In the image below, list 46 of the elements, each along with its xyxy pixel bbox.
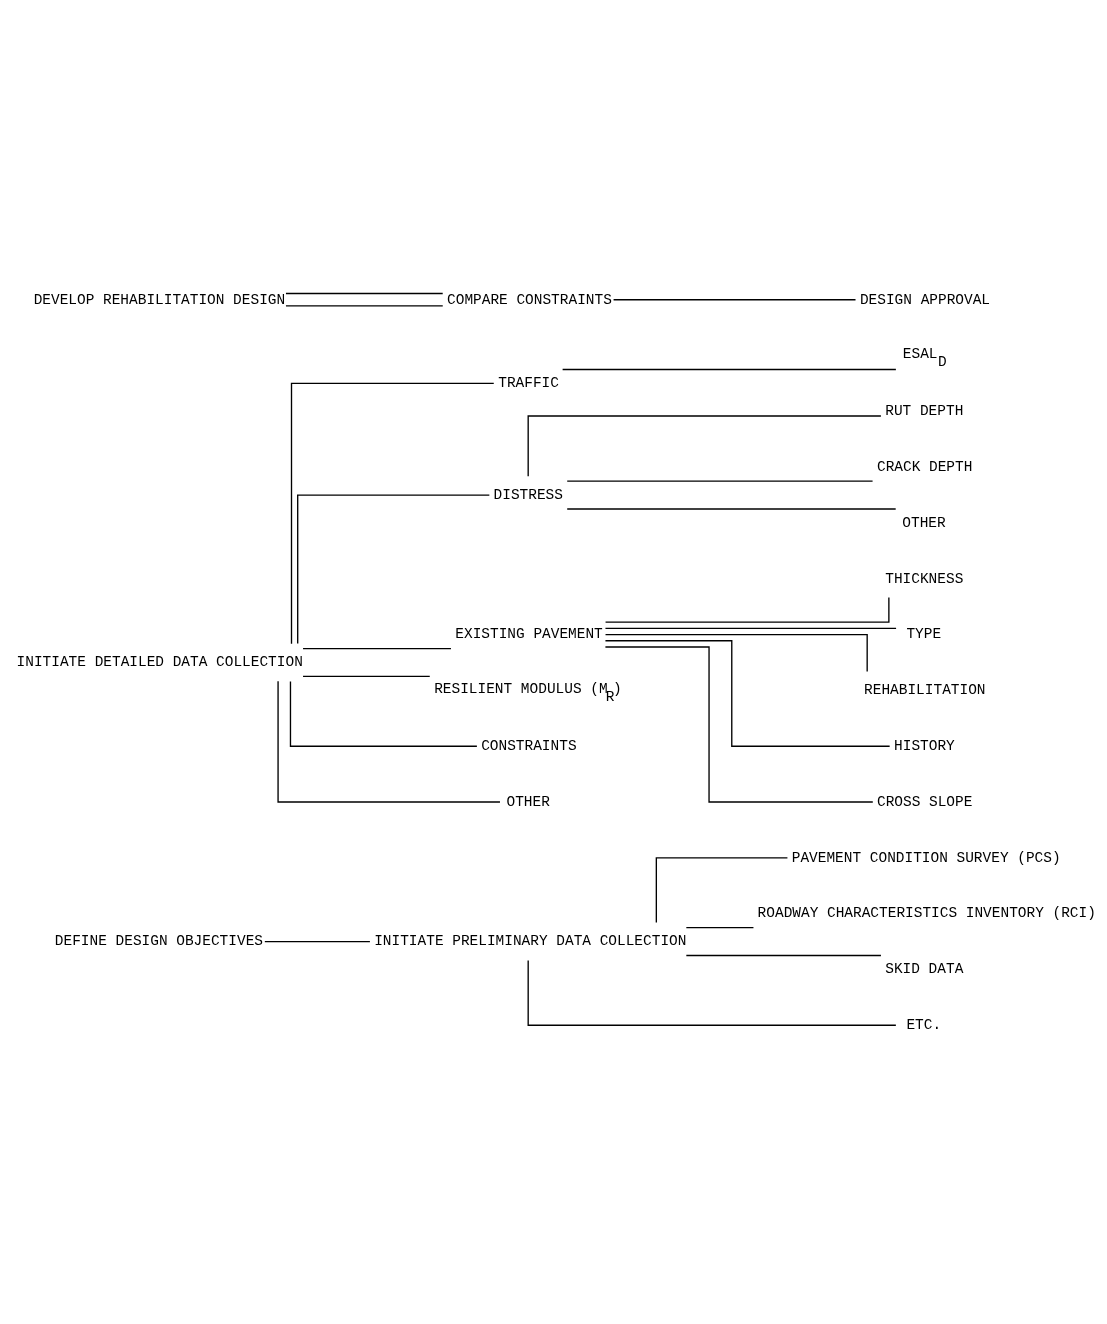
connector <box>285 292 444 294</box>
connector <box>604 627 897 629</box>
node-text: HISTORY <box>894 737 955 754</box>
node-text: CONSTRAINTS <box>481 737 577 754</box>
node-text: INITIATE PRELIMINARY DATA COLLECTION <box>374 932 687 949</box>
connector <box>685 954 882 956</box>
node-text: CRACK DEPTH <box>876 458 973 475</box>
node-text: ETC. <box>906 1016 942 1033</box>
connector <box>604 645 874 803</box>
connector <box>290 382 495 644</box>
node-text: SKID DATA <box>885 960 964 977</box>
connector <box>566 479 874 482</box>
node-text: RUT DEPTH <box>885 402 964 419</box>
connector <box>561 368 897 370</box>
node-text: TRAFFIC <box>498 374 559 391</box>
node-text: CROSS SLOPE <box>876 793 973 810</box>
node-text: OTHER <box>506 793 550 810</box>
node-text: ROADWAY CHARACTERISTICS INVENTORY (RCI) <box>757 904 1096 921</box>
connector <box>612 298 857 300</box>
connector <box>566 507 897 510</box>
connector <box>277 680 501 803</box>
node-text: DISTRESS <box>493 486 563 503</box>
connector <box>604 596 890 623</box>
node-text: DEVELOP REHABILITATION DESIGN <box>33 291 286 308</box>
connector <box>264 940 371 942</box>
node-text: DEFINE DESIGN OBJECTIVES <box>54 932 263 949</box>
node-text: REHABILITATION <box>864 681 986 698</box>
node-text: OTHER <box>902 514 946 531</box>
connector <box>302 675 431 677</box>
connector <box>604 639 891 747</box>
node-text: INITIATE DETAILED DATA COLLECTION <box>16 653 303 670</box>
node-text: COMPARE CONSTRAINTS <box>447 291 612 308</box>
connector <box>685 926 755 928</box>
connector <box>527 959 897 1026</box>
connector <box>604 633 868 672</box>
node-text: TYPE <box>906 625 942 642</box>
connector <box>285 304 444 307</box>
connector <box>527 414 882 477</box>
connector <box>297 493 490 644</box>
node-text: THICKNESS <box>885 570 964 587</box>
connector <box>302 647 452 649</box>
node-text: DESIGN APPROVAL <box>859 291 991 308</box>
node-text: PAVEMENT CONDITION SURVEY (PCS) <box>791 849 1061 866</box>
connector <box>655 856 789 923</box>
connector <box>289 680 478 747</box>
node-text: EXISTING PAVEMENT <box>455 625 603 642</box>
